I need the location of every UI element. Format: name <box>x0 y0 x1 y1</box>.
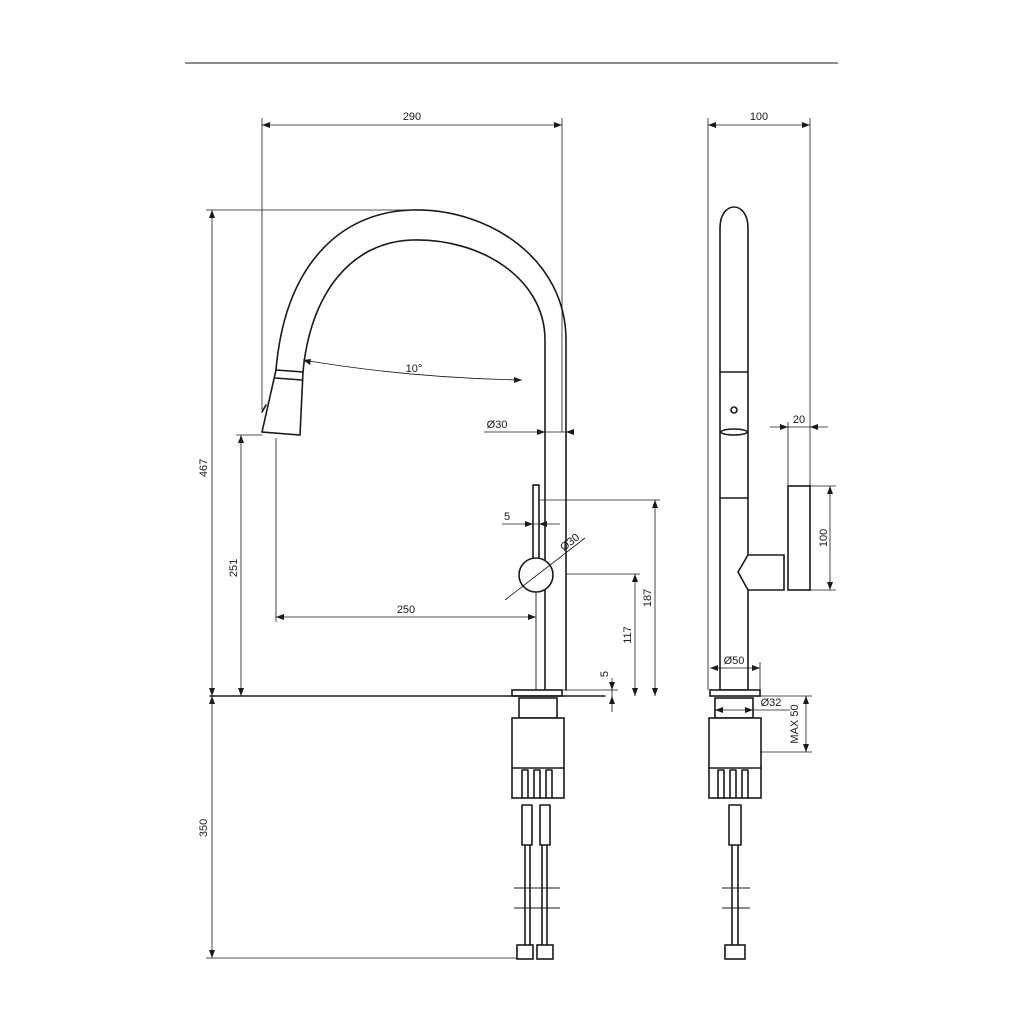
lever-handle <box>532 484 540 561</box>
hose-end-left <box>516 944 534 960</box>
label-hole-diameter: Ø32 <box>761 697 782 709</box>
side-hose-fitting <box>728 804 742 846</box>
front-view-underdeck <box>511 697 565 960</box>
side-button <box>730 406 738 414</box>
label-lever-thickness: 5 <box>504 511 510 523</box>
label-spout-diameter: Ø30 <box>487 419 508 431</box>
side-lever-handle <box>787 485 811 591</box>
arrowhead <box>827 486 833 494</box>
side-spout <box>719 206 749 691</box>
label-side-depth: 100 <box>750 111 768 123</box>
arrowhead <box>802 122 810 128</box>
dim-hub-dia-line <box>504 537 586 601</box>
arrowhead <box>209 950 215 958</box>
arrowhead <box>827 582 833 590</box>
arrowhead <box>803 696 809 704</box>
front-view-faucet <box>261 209 567 697</box>
label-swivel-angle: 10° <box>406 363 423 375</box>
arrowhead <box>566 429 574 435</box>
base-plate <box>511 689 563 697</box>
arrowhead <box>209 688 215 696</box>
label-handle-offset: 20 <box>793 414 805 426</box>
arrowhead <box>209 210 215 218</box>
spray-head-seam <box>274 377 303 381</box>
side-dimension-lines <box>707 118 836 753</box>
spout-outer-edge <box>275 209 567 433</box>
lever-hub <box>518 557 554 593</box>
label-overall-height: 467 <box>198 459 210 477</box>
label-hub-height: 117 <box>622 626 634 644</box>
spout-inner-edge <box>302 239 546 433</box>
arrowhead <box>276 614 284 620</box>
side-base-plate <box>709 689 761 697</box>
arrowhead <box>554 122 562 128</box>
arrowhead <box>652 500 658 508</box>
arrowhead <box>715 707 723 713</box>
label-spout-clearance: 251 <box>228 559 240 577</box>
arrowhead <box>262 122 270 128</box>
label-lever-height: 187 <box>642 589 654 607</box>
side-view-faucet <box>708 206 811 960</box>
arrowhead <box>708 122 716 128</box>
side-nut-teeth <box>717 769 749 799</box>
hose-fitting-right <box>539 804 551 846</box>
mount-nut <box>511 717 565 799</box>
arrowhead <box>780 424 788 430</box>
arrowhead <box>528 614 536 620</box>
arrowhead <box>609 682 615 690</box>
arrowhead <box>652 688 658 696</box>
arrowhead <box>710 665 718 671</box>
arrowhead <box>803 744 809 752</box>
spray-head <box>261 369 304 436</box>
arrowhead <box>745 707 753 713</box>
arrowhead <box>514 377 522 383</box>
label-spout-reach: 250 <box>397 604 415 616</box>
side-lever-neck <box>737 554 785 591</box>
arrowhead <box>238 435 244 443</box>
arrowhead <box>209 696 215 704</box>
label-lever-hub-diameter: Ø30 <box>558 532 582 554</box>
side-mount-nut <box>708 717 762 799</box>
label-handle-length: 100 <box>818 529 830 547</box>
arrowhead <box>632 688 638 696</box>
mount-sleeve <box>518 697 558 719</box>
arrowhead <box>810 424 818 430</box>
nut-teeth <box>521 769 553 799</box>
arrowhead <box>537 429 545 435</box>
label-max-deck-thickness: MAX 50 <box>789 704 801 743</box>
front-dimension-lines <box>206 118 660 959</box>
side-spray-ring <box>720 428 748 436</box>
arrowhead <box>752 665 760 671</box>
side-hose-end <box>724 944 746 960</box>
arrowhead <box>525 521 533 527</box>
spray-head-nozzle <box>261 404 267 413</box>
dimension-labels: 290 467 251 250 10° Ø30 5 Ø30 187 117 5 … <box>198 111 830 837</box>
label-overall-width: 290 <box>403 111 421 123</box>
hose-end-right <box>536 944 554 960</box>
arrowhead <box>632 574 638 582</box>
label-below-deck: 350 <box>198 819 210 837</box>
arrowhead <box>238 688 244 696</box>
supply-hoses <box>514 804 560 960</box>
arrowhead <box>609 696 615 704</box>
label-base-diameter: Ø50 <box>724 655 745 667</box>
arrowhead <box>539 521 547 527</box>
label-base-ring: 5 <box>599 671 611 677</box>
dim-angle-arc <box>302 359 523 381</box>
arrowhead <box>303 359 311 365</box>
hose-fitting-left <box>521 804 533 846</box>
